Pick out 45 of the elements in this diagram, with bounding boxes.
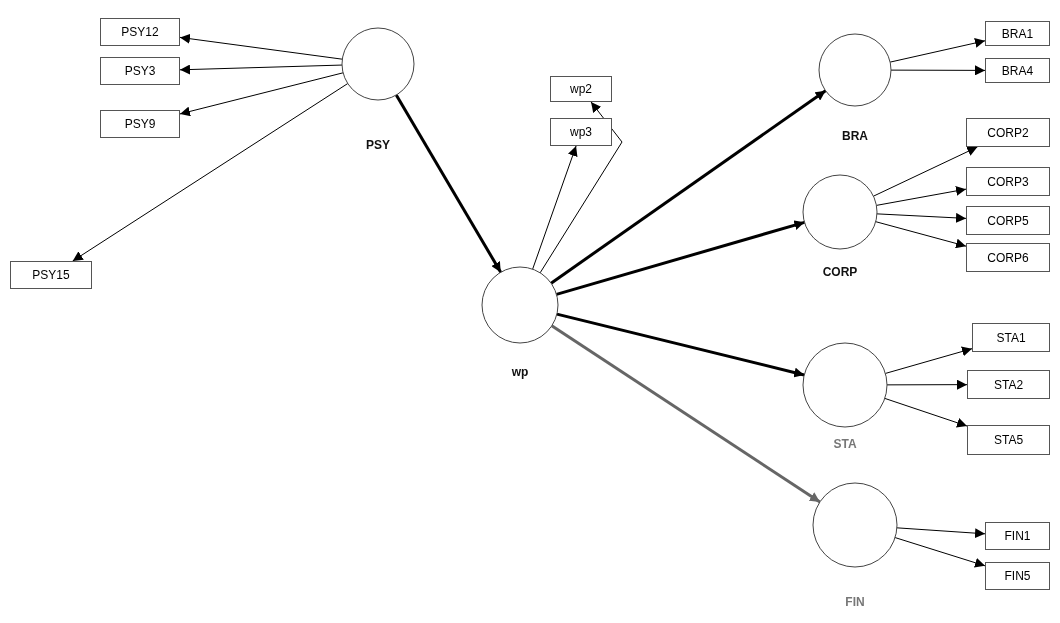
indicator-box: PSY15 — [10, 261, 92, 289]
indicator-box: BRA1 — [985, 21, 1050, 46]
arrow — [872, 146, 978, 197]
construct-label: CORP — [822, 265, 858, 279]
indicator-box: wp3 — [550, 118, 612, 146]
indicator-box: FIN1 — [985, 522, 1050, 550]
indicator-box: STA1 — [972, 323, 1050, 352]
arrow — [890, 65, 986, 76]
indicator-box: PSY12 — [100, 18, 180, 46]
arrow — [889, 38, 986, 63]
arrow — [532, 145, 578, 270]
indicator-box: wp2 — [550, 76, 612, 102]
arrow — [556, 312, 805, 378]
construct-label: BRA — [842, 129, 868, 143]
arrow — [886, 379, 968, 390]
arrow — [875, 186, 967, 206]
arrow — [884, 397, 968, 428]
indicator-box: PSY3 — [100, 57, 180, 85]
arrow — [875, 221, 967, 249]
arrow — [896, 527, 986, 539]
indicator-box: STA5 — [967, 425, 1050, 455]
indicator-box: CORP5 — [966, 206, 1050, 235]
indicator-box: CORP6 — [966, 243, 1050, 272]
arrow — [72, 83, 349, 262]
arrow — [556, 220, 805, 296]
indicator-box: PSY9 — [100, 110, 180, 138]
arrow — [539, 101, 623, 274]
indicator-box: CORP3 — [966, 167, 1050, 196]
indicator-box: CORP2 — [966, 118, 1050, 147]
arrow — [179, 64, 343, 75]
arrow — [550, 324, 821, 504]
arrow — [179, 33, 343, 60]
arrow — [876, 212, 967, 223]
construct-label: STA — [833, 437, 857, 451]
arrow — [894, 537, 986, 568]
arrow — [395, 94, 502, 273]
indicator-box: BRA4 — [985, 58, 1050, 83]
construct-label: FIN — [845, 595, 865, 609]
arrow — [884, 346, 973, 374]
arrow — [550, 89, 827, 285]
indicator-box: FIN5 — [985, 562, 1050, 590]
arrow — [179, 72, 344, 117]
construct-label: PSY — [366, 138, 390, 152]
construct-label: wp — [511, 365, 529, 379]
indicator-box: STA2 — [967, 370, 1050, 399]
